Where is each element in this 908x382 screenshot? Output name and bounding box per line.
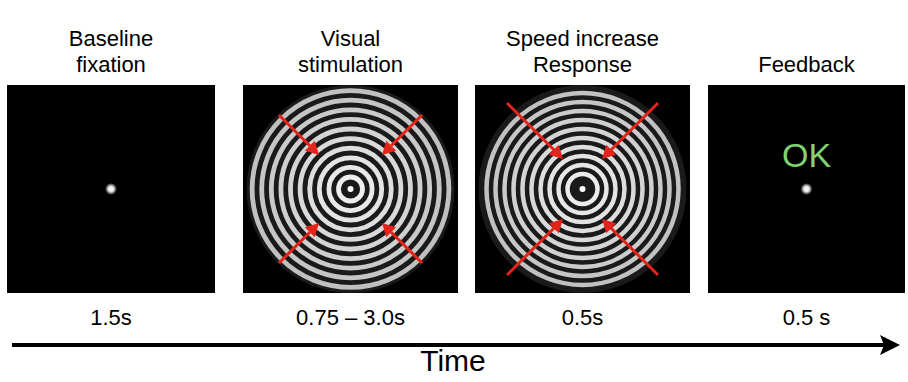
- stimulus-screen: [243, 85, 458, 293]
- grating-ring: [541, 147, 625, 231]
- motion-arrow-head: [602, 219, 616, 233]
- phase-duration: 0.5 s: [783, 305, 831, 331]
- axis-label: Time: [420, 344, 486, 378]
- motion-arrow-head: [382, 223, 396, 237]
- motion-arrow: [611, 103, 658, 150]
- phase-title: Feedback: [708, 52, 905, 78]
- grating-ring: [329, 167, 372, 210]
- feedback-text: OK: [782, 136, 831, 175]
- fixation-dot: [801, 183, 813, 195]
- stimulus-illustration: [475, 85, 690, 293]
- phase-title: Visual stimulation: [286, 26, 416, 78]
- grating-ring: [532, 138, 634, 240]
- grating-ring: [514, 120, 652, 258]
- stimulus-illustration: [708, 85, 905, 293]
- grating-ring: [568, 174, 598, 204]
- fixation-dot: [580, 186, 586, 192]
- grating-ring: [550, 156, 616, 222]
- grating-ring: [559, 165, 607, 213]
- fixation-dot: [105, 183, 117, 195]
- grating-ring: [505, 111, 661, 267]
- phase-title-box: Feedback: [708, 0, 905, 78]
- grating-ring: [310, 148, 392, 230]
- grating-ring: [496, 102, 670, 276]
- grating-ring: [291, 129, 411, 249]
- phase-title: Speed increase Response: [495, 26, 670, 78]
- grating-ring: [300, 139, 401, 240]
- trial-phase: FeedbackOK 0.5 s: [708, 0, 905, 340]
- phase-duration: 0.5s: [562, 305, 604, 331]
- grating-ring: [271, 110, 429, 268]
- fixation-dot: [348, 186, 354, 192]
- motion-arrow-head: [549, 219, 563, 233]
- time-arrow-head: [880, 335, 900, 355]
- grating-ring: [339, 177, 363, 201]
- motion-arrow: [391, 232, 422, 263]
- phase-duration: 0.75 – 3.0s: [296, 305, 405, 331]
- grating-ring: [281, 119, 420, 258]
- stimulus-illustration: [7, 85, 215, 293]
- motion-arrow-head: [305, 141, 319, 155]
- grating-disc: [479, 85, 687, 293]
- stimulus-screen: [475, 85, 690, 293]
- motion-arrow: [279, 232, 310, 263]
- motion-arrow: [279, 115, 310, 146]
- grating-ring: [523, 129, 643, 249]
- phase-title: Baseline fixation: [51, 26, 171, 78]
- motion-arrow-head: [305, 223, 319, 237]
- motion-arrow: [507, 103, 554, 150]
- grating-disc: [247, 85, 455, 293]
- phase-title-box: Baseline fixation: [7, 0, 215, 78]
- stimulus-illustration: [243, 85, 458, 293]
- grating-ring: [487, 93, 679, 285]
- motion-arrow-head: [382, 141, 396, 155]
- grating-ring: [252, 91, 449, 288]
- motion-arrow: [507, 228, 554, 275]
- phase-duration: 1.5s: [90, 305, 132, 331]
- phase-title-box: Speed increase Response: [475, 0, 690, 78]
- motion-arrow: [391, 115, 422, 146]
- trial-phase: Speed increase Response 0.5s: [475, 0, 690, 340]
- motion-arrow-head: [602, 145, 616, 159]
- grating-ring: [262, 100, 440, 278]
- motion-arrow-head: [549, 145, 563, 159]
- stimulus-screen: [7, 85, 215, 293]
- phase-title-box: Visual stimulation: [243, 0, 458, 78]
- stimulus-screen: OK: [708, 85, 905, 293]
- grating-ring: [319, 158, 381, 220]
- trial-phase: Visual stimulation 0.75 – 3.0s: [243, 0, 458, 340]
- motion-arrow: [611, 228, 658, 275]
- trial-phase: Baseline fixation 1.5s: [7, 0, 215, 340]
